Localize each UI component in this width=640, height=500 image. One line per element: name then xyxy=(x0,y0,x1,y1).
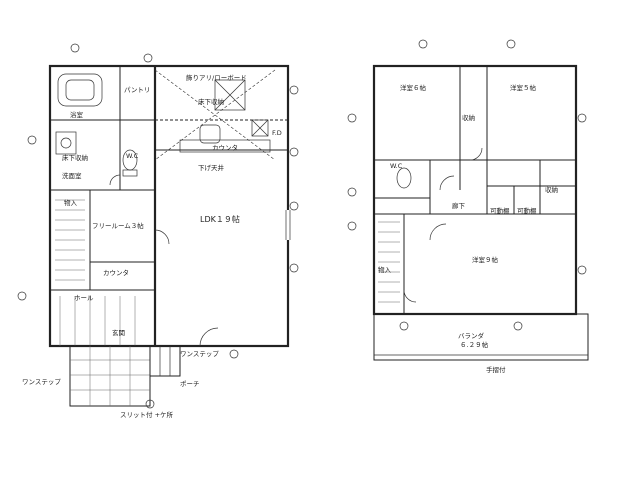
room-storage-2f: 収納 xyxy=(462,113,475,122)
note-handrail: 手摺付 xyxy=(486,365,506,374)
room-storage-2f-b: 収納 xyxy=(545,185,558,194)
room-hall-2f: 廊下 xyxy=(452,201,466,210)
room-closet-2: 可動棚 xyxy=(517,206,537,215)
room-entrance: 玄関 xyxy=(112,328,125,337)
room-closet-1: 可動棚 xyxy=(490,206,510,215)
note-kitchen-hood: 床下収納 xyxy=(198,97,224,106)
room-storage-2f-c: 物入 xyxy=(378,265,392,274)
room-washroom: 洗面室 xyxy=(62,171,82,180)
room-porch: ポーチ xyxy=(180,380,200,388)
floor2-stairs xyxy=(378,221,400,303)
floor1-outer-wall xyxy=(48,64,290,348)
room-pantry: パントリ xyxy=(124,86,150,94)
floor1-porch-tiles xyxy=(70,346,150,406)
room-wc-2f: W.C xyxy=(390,162,403,170)
note-ceiling-kitchen: 下げ天井 xyxy=(198,163,225,172)
room-storage: 物入 xyxy=(64,198,78,207)
note-one-step-right: ワンステップ xyxy=(180,350,219,358)
note-underfloor-wash: 床下収納 xyxy=(62,153,88,162)
room-counter-1: カウンタ xyxy=(103,268,129,277)
balcony-size: ６.２９帖 xyxy=(460,340,489,349)
room-western-6: 洋室６帖 xyxy=(400,83,427,92)
floor1-plan xyxy=(48,64,291,407)
floor1-entrance-tiles xyxy=(59,296,136,346)
note-one-step-left: ワンステップ xyxy=(22,378,61,386)
room-bath: 浴室 xyxy=(70,110,84,119)
floor1-stairs xyxy=(55,199,85,281)
room-western-9: 洋室９帖 xyxy=(472,255,499,264)
room-ldk: LDK１９帖 xyxy=(200,214,240,224)
room-balcony: バランダ xyxy=(458,331,485,340)
floor2-balcony xyxy=(373,313,589,361)
room-fd: F.D xyxy=(272,129,282,137)
note-slit: スリット付 +ケ所 xyxy=(120,410,174,419)
room-wc: W.C xyxy=(126,152,139,160)
callout-markers xyxy=(17,39,587,409)
floor2-plan xyxy=(372,64,589,361)
room-free-room: フリールーム３帖 xyxy=(92,221,144,230)
room-western-5: 洋室５帖 xyxy=(510,83,537,92)
note-board: 飾りアリ/ローボード xyxy=(186,73,247,82)
room-hall: ホール xyxy=(74,294,94,302)
room-counter-2: カウンタ xyxy=(212,143,238,152)
